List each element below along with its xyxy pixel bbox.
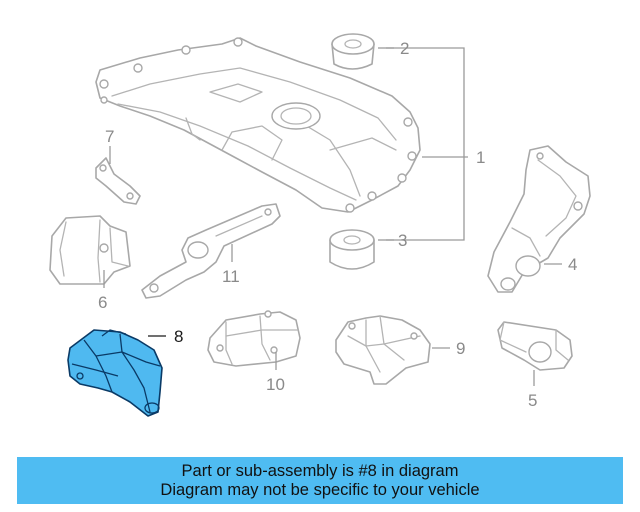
- callout-7: 7: [105, 127, 114, 146]
- part-11-torque-arm[interactable]: [141, 203, 281, 299]
- part-1-subframe[interactable]: [95, 37, 421, 213]
- leader-1-bracket: [386, 47, 465, 241]
- banner-line-2: Diagram may not be specific to your vehi…: [160, 480, 480, 499]
- callout-9: 9: [456, 339, 465, 358]
- part-4-bracket[interactable]: [487, 145, 591, 293]
- callout-4: 4: [568, 255, 577, 274]
- callout-10: 10: [266, 375, 285, 394]
- callout-2: 2: [400, 39, 409, 58]
- part-6-engine-mount[interactable]: [49, 215, 131, 285]
- callout-labels: 1 2 3 4 5 6 7 8 9 10 11: [98, 39, 577, 410]
- part-2-bushing[interactable]: [331, 33, 375, 70]
- part-9-mount[interactable]: [335, 315, 431, 385]
- part-8-transmission-mount[interactable]: [67, 329, 163, 417]
- leader-lines: [103, 47, 562, 386]
- part-3-bushing[interactable]: [329, 229, 375, 270]
- banner-line-1: Part or sub-assembly is #8 in diagram: [181, 461, 459, 480]
- callout-6: 6: [98, 293, 107, 312]
- part-5-bracket[interactable]: [497, 321, 573, 371]
- callout-5: 5: [528, 391, 537, 410]
- info-banner: Part or sub-assembly is #8 in diagram Di…: [17, 457, 623, 504]
- callout-3: 3: [398, 231, 407, 250]
- part-10-mount[interactable]: [207, 310, 301, 367]
- callout-8: 8: [174, 327, 183, 346]
- callout-11: 11: [222, 267, 240, 286]
- callout-1: 1: [476, 148, 485, 167]
- part-7-bracket[interactable]: [95, 157, 141, 205]
